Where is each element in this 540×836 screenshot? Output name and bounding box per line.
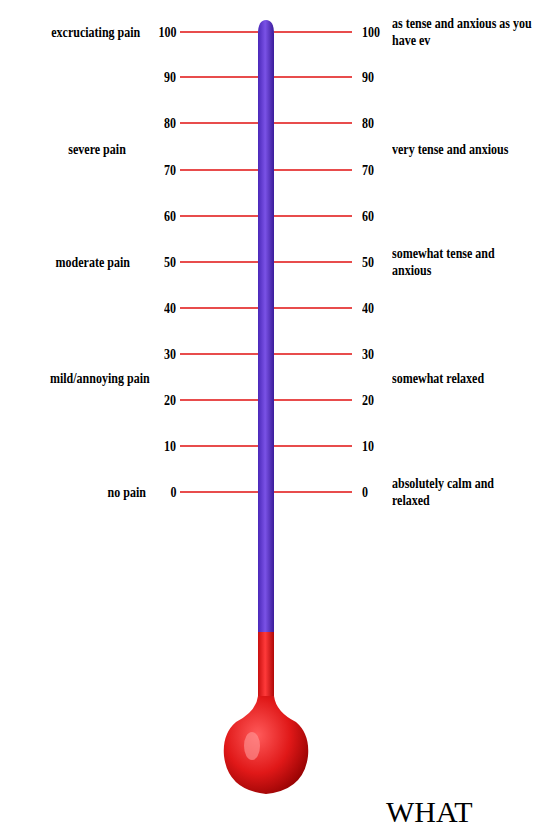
scale-label: severe pain — [69, 141, 126, 158]
tick-line — [274, 169, 352, 170]
scale-label: very tense and anxious — [392, 141, 508, 158]
tick-line — [274, 215, 352, 216]
scale-number: 60 — [164, 208, 176, 225]
tick-line — [180, 445, 258, 446]
tick-line — [180, 307, 258, 308]
thermometer-bulb — [224, 696, 309, 794]
scale-number: 0 — [170, 484, 176, 501]
scale-number: 10 — [362, 438, 374, 455]
tick-line — [180, 353, 258, 354]
scale-number: 80 — [362, 115, 374, 132]
tick-line — [274, 76, 352, 77]
scale-number: 100 — [158, 24, 176, 41]
tick-line — [180, 31, 258, 32]
scale-number: 90 — [362, 69, 374, 86]
scale-label: absolutely calm and relaxed — [392, 475, 534, 509]
scale-number: 30 — [362, 346, 374, 363]
scale-number: 40 — [362, 300, 374, 317]
tick-line — [274, 261, 352, 262]
scale-label: somewhat relaxed — [392, 370, 484, 387]
scale-number: 50 — [362, 254, 374, 271]
scale-number: 80 — [164, 115, 176, 132]
scale-label: mild/annoying pain — [50, 370, 150, 387]
tick-line — [180, 491, 258, 492]
tick-line — [274, 399, 352, 400]
bulb-highlight — [244, 732, 260, 760]
tick-line — [274, 307, 352, 308]
tick-line — [180, 215, 258, 216]
tick-line — [274, 445, 352, 446]
scale-label: as tense and anxious as you have ev — [392, 15, 534, 49]
scale-number: 70 — [164, 162, 176, 179]
scale-number: 30 — [164, 346, 176, 363]
tick-line — [274, 122, 352, 123]
scale-number: 70 — [362, 162, 374, 179]
scale-number: 10 — [164, 438, 176, 455]
tick-line — [180, 261, 258, 262]
scale-label: excruciating pain — [51, 24, 140, 41]
scale-label: no pain — [108, 484, 146, 501]
scale-label: somewhat tense and anxious — [392, 245, 534, 279]
scale-number: 40 — [164, 300, 176, 317]
thermometer-tube — [258, 20, 274, 632]
tick-line — [274, 491, 352, 492]
tick-line — [274, 353, 352, 354]
scale-number: 50 — [164, 254, 176, 271]
scale-number: 100 — [362, 24, 380, 41]
scale-number: 0 — [362, 484, 368, 501]
tick-line — [274, 31, 352, 32]
scale-number: 20 — [362, 392, 374, 409]
scale-number: 20 — [164, 392, 176, 409]
caption-fragment: WHAT — [386, 795, 473, 829]
tick-line — [180, 169, 258, 170]
tick-line — [180, 76, 258, 77]
tick-line — [180, 122, 258, 123]
scale-number: 90 — [164, 69, 176, 86]
thermometer-red-column — [258, 632, 274, 700]
tick-line — [180, 399, 258, 400]
scale-number: 60 — [362, 208, 374, 225]
scale-label: moderate pain — [56, 254, 130, 271]
